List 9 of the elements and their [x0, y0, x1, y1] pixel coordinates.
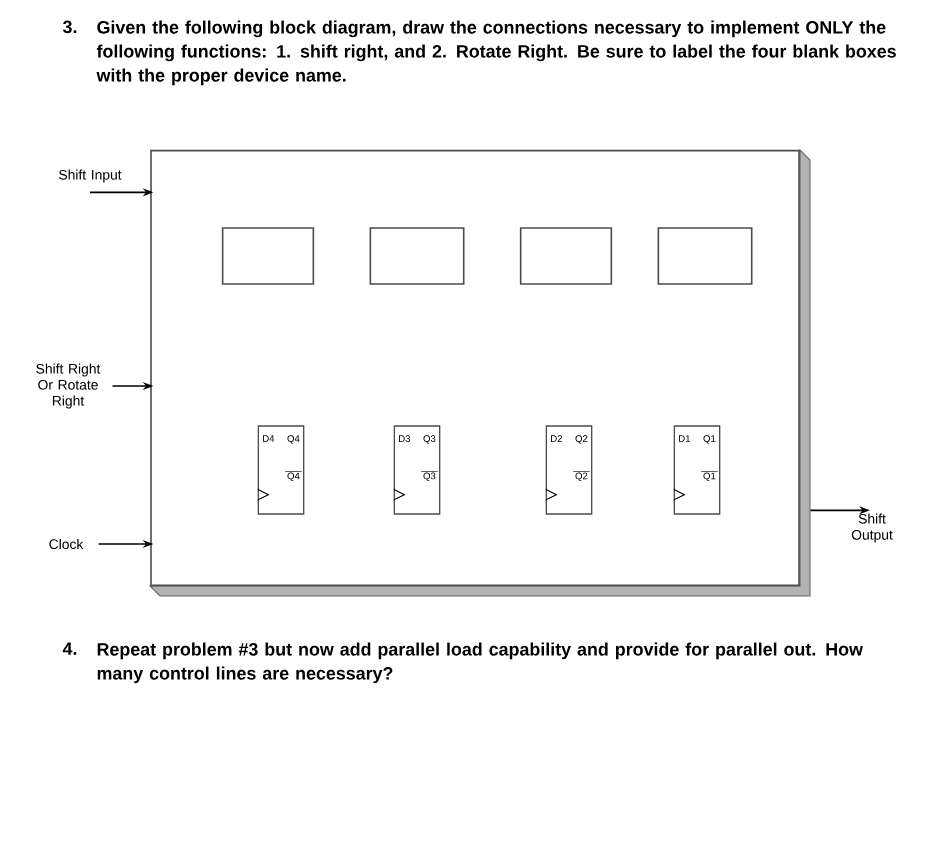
blank-box: [369, 227, 465, 285]
question-number: 4.: [62, 642, 77, 655]
question-number: 3.: [62, 20, 77, 34]
question-text: Given the following block diagram, draw the connections necessary to implement ONLY the following functions: 1. shift right, and 2. Rotate Right. Be sure to label the four blank boxes with the proper device name.: [96, 20, 896, 86]
blank-box: [657, 227, 753, 285]
blank-box: [221, 227, 315, 285]
block-diagram-panel: [150, 149, 800, 587]
question-text: Repeat problem #3 but now add parallel load capability and provide for parallel out. How many control lines are necessary?: [97, 642, 863, 684]
blank-box: [519, 227, 613, 285]
